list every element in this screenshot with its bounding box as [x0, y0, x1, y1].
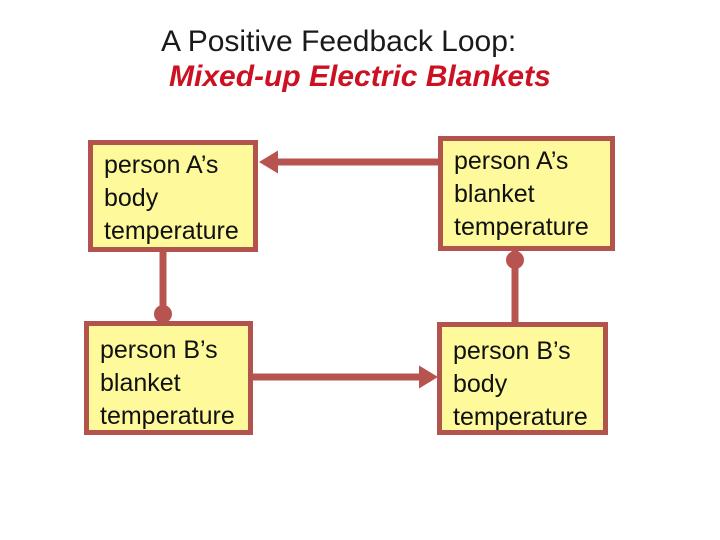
connector-a-body-to-b-blanket — [154, 248, 172, 323]
box-line: temperature — [454, 213, 589, 241]
box-line: person B’s — [100, 336, 218, 364]
arrow-b-blanket-to-b-body — [251, 365, 438, 389]
box-person-a-blanket: person A’s blanket temperature — [438, 136, 615, 251]
box-line: person B’s — [453, 337, 571, 365]
box-line: temperature — [104, 217, 239, 245]
box-line: blanket — [100, 369, 181, 397]
box-line: temperature — [453, 403, 588, 431]
slide-subtitle: Mixed-up Electric Blankets — [169, 60, 551, 93]
box-line: body — [104, 184, 159, 212]
box-line: temperature — [100, 402, 235, 430]
box-person-b-body: person B’s body temperature — [437, 322, 608, 435]
connector-a-blanket-to-b-body — [506, 249, 524, 324]
box-line: body — [453, 370, 508, 398]
box-person-a-body: person A’s body temperature — [88, 140, 258, 252]
box-line: person A’s — [454, 147, 569, 175]
arrow-a-blanket-to-a-body — [259, 150, 440, 174]
slide-title: A Positive Feedback Loop: — [161, 25, 517, 58]
box-person-b-blanket: person B’s blanket temperature — [84, 321, 253, 435]
box-line: person A’s — [104, 151, 219, 179]
box-line: blanket — [454, 180, 535, 208]
